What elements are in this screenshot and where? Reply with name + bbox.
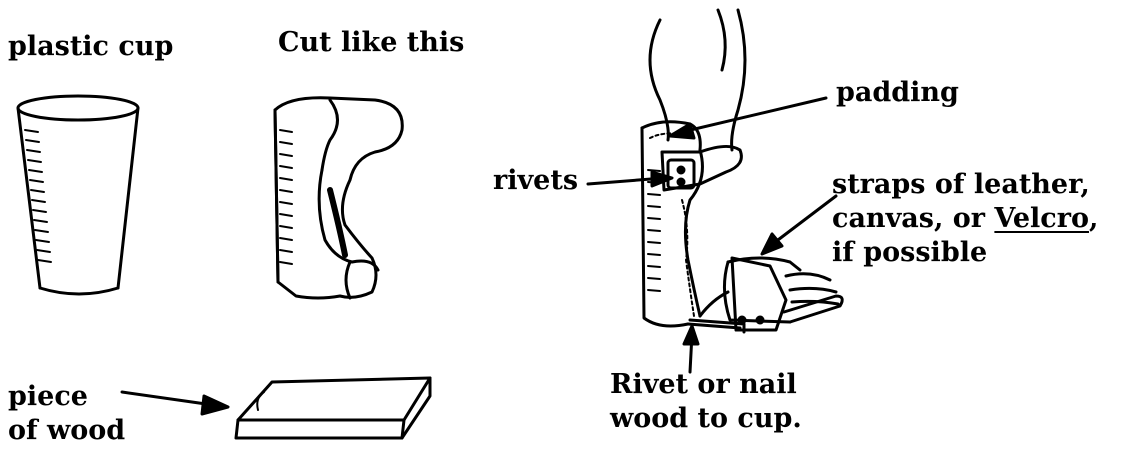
label-piece-line2: of wood [8, 415, 126, 446]
label-straps-line2: canvas, or Velcro, [832, 202, 1098, 236]
label-velcro: Velcro [994, 203, 1089, 234]
label-straps-line2-post: , [1088, 203, 1099, 234]
label-plastic-cup: plastic cup [8, 31, 174, 62]
label-rivets: rivets [493, 165, 579, 196]
arrow-to-wood [120, 390, 230, 416]
leg-brace-icon [640, 8, 844, 334]
label-straps-line3: if possible [832, 237, 988, 268]
arrow-rivets [586, 170, 674, 188]
label-straps-line1: straps of leather, [832, 169, 1090, 200]
label-piece-line1: piece [8, 381, 88, 412]
plastic-cup-icon [16, 94, 140, 296]
label-straps: straps of leather, canvas, or Velcro, if… [832, 168, 1098, 270]
arrow-straps [760, 194, 838, 256]
label-straps-line2-pre: canvas, or [832, 203, 995, 234]
label-cut-like-this: Cut like this [278, 27, 465, 58]
wood-piece-icon [234, 376, 432, 440]
arrow-rivet-nail [682, 324, 700, 374]
label-rivet-line1: Rivet or nail [610, 369, 797, 400]
label-rivet-line2: wood to cup. [610, 403, 802, 434]
cut-cup-icon [273, 96, 404, 300]
label-piece-of-wood: piece of wood [8, 380, 125, 448]
arrow-padding [668, 96, 828, 140]
label-rivet-or-nail: Rivet or nail wood to cup. [610, 368, 802, 436]
label-padding: padding [836, 77, 959, 108]
